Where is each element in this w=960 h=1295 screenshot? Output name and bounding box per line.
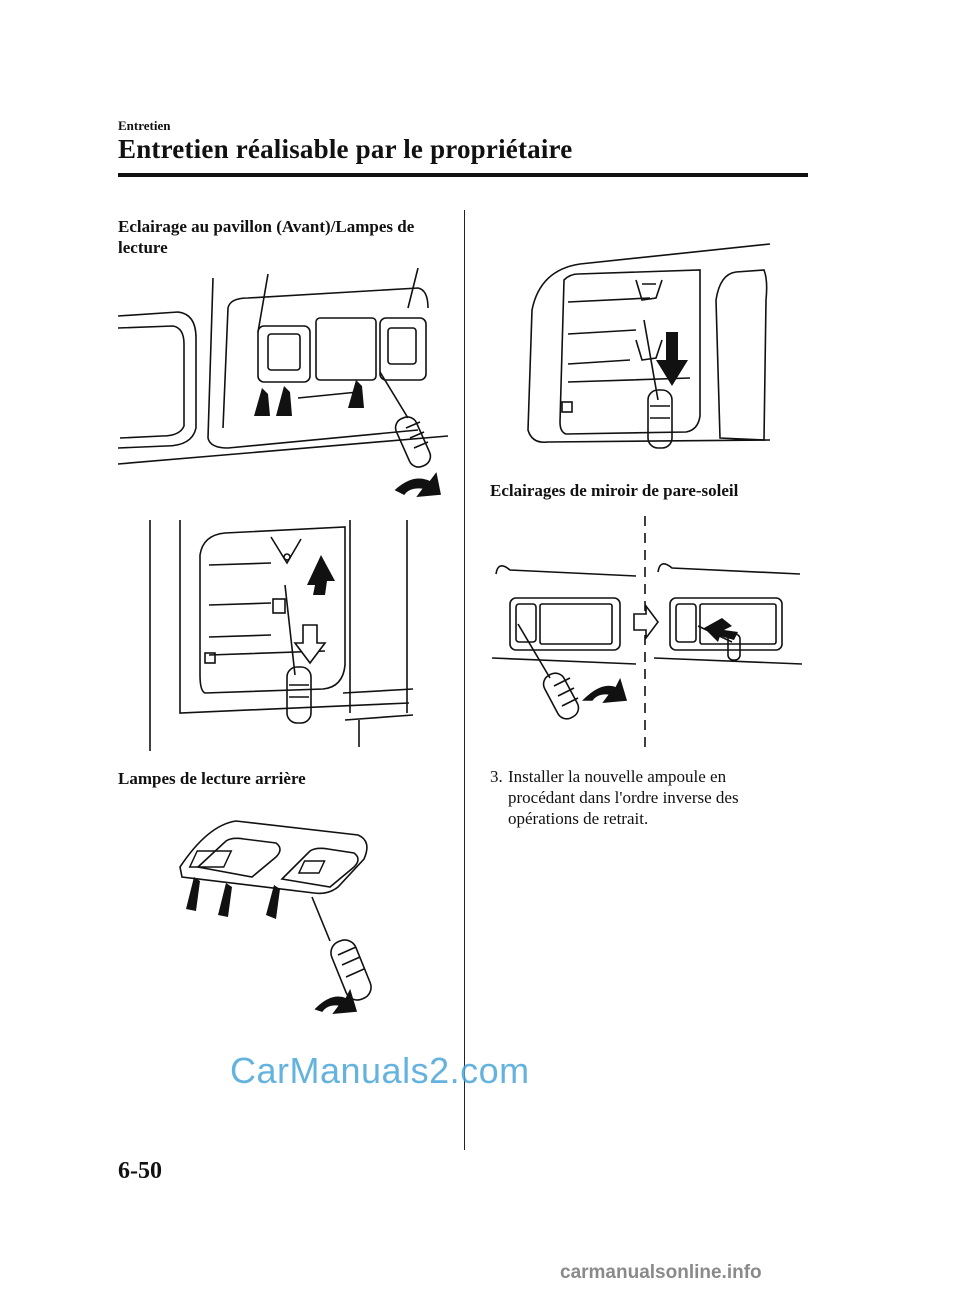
bulb-removal-figure-left [145, 515, 415, 753]
step-3-number: 3. [490, 767, 503, 786]
sun-visor-mirror-lamp-figure [488, 514, 808, 750]
section-label: Entretien [118, 118, 171, 133]
heading-rule [118, 173, 808, 177]
front-lamp-heading: Eclairage au pavillon (Avant)/Lampes de … [118, 217, 415, 257]
bulb-removal-figure-right [520, 240, 775, 465]
column-divider [464, 210, 465, 1150]
watermark-carmanualsonline: carmanualsonline.info [560, 1262, 762, 1283]
page-title: Entretien réalisable par le propriétaire [118, 134, 573, 164]
watermark-carmanuals2: CarManuals2.com [230, 1050, 530, 1091]
sun-visor-heading: Eclairages de miroir de pare-soleil [490, 481, 739, 500]
rear-reading-lamp-figure [178, 815, 378, 1015]
page-number: 6-50 [118, 1158, 162, 1184]
rear-lamp-heading: Lampes de lecture arrière [118, 769, 306, 788]
front-overhead-lamp-figure [118, 268, 448, 503]
step-3-text: Installer la nouvelle ampoule en procéda… [508, 767, 739, 828]
